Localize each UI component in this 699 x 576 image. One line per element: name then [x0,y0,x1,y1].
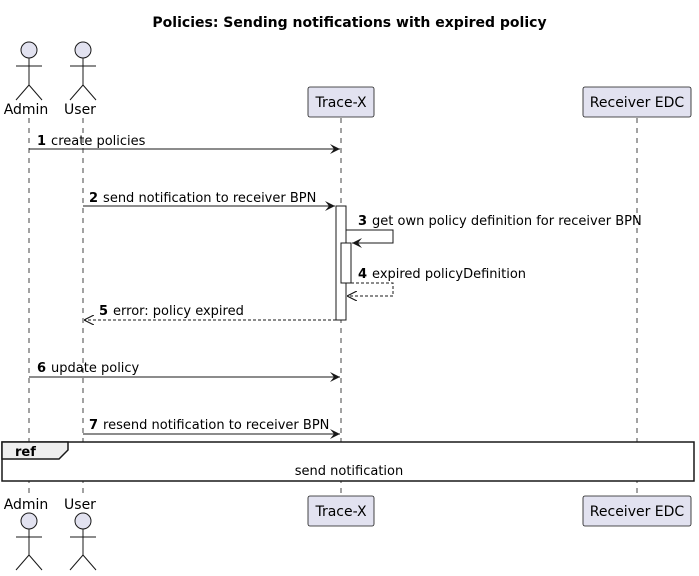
ref-frame: ref send notification [1,441,695,482]
message-number: 3 [358,214,367,229]
message-number: 1 [37,134,46,149]
message-text: resend notification to receiver BPN [103,418,329,433]
message-label: 2 send notification to receiver BPN [89,191,316,206]
message-label: 6 update policy [37,361,140,376]
lifelines [28,118,638,495]
message-arrow [347,282,394,296]
participant-box [582,86,692,118]
ref-tag-label: ref [15,445,36,460]
message-5: 5 error: policy expired [84,304,336,320]
message-4: 4 expired policyDefinition [347,267,526,296]
message-text: get own policy definition for receiver B… [372,214,642,229]
stick-figure-icon [69,512,97,571]
actor-admin-top: Admin [4,41,49,118]
stick-figure-icon [15,512,43,571]
ref-frame-border [1,441,695,482]
actor-name-user: User [64,497,96,513]
message-arrow [346,229,394,248]
message-number: 7 [89,418,98,433]
ref-tab [1,441,69,460]
message-label: 7 resend notification to receiver BPN [89,418,329,433]
participant-tracex-bottom: Trace-X [307,495,375,527]
participant-receiver-edc-bottom: Receiver EDC [582,495,692,527]
participant-tracex-top: Trace-X [307,86,375,118]
message-label: 4 expired policyDefinition [358,267,526,282]
message-2: 2 send notification to receiver BPN [83,191,335,211]
participant-box [307,495,375,527]
message-label: 3 get own policy definition for receiver … [358,214,642,229]
message-number: 4 [358,267,367,282]
message-number: 5 [99,304,108,319]
participant-name-receiver-edc: Receiver EDC [590,504,685,520]
message-text: update policy [51,361,140,376]
ref-text: send notification [295,464,404,479]
actor-user-bottom: User [64,497,97,571]
participant-name-tracex: Trace-X [314,95,366,111]
participant-box [582,495,692,527]
actor-name-admin: Admin [4,497,49,513]
participant-box [307,86,375,118]
actor-name-user: User [64,102,96,118]
stick-figure-icon [69,41,97,101]
message-number: 2 [89,191,98,206]
message-text: expired policyDefinition [372,267,526,282]
message-text: error: policy expired [113,304,244,319]
activation-tracex-inner [340,242,352,284]
message-label: 1 create policies [37,134,146,149]
message-6: 6 update policy [29,361,340,382]
message-label: 5 error: policy expired [99,304,244,319]
actor-user-top: User [64,41,97,118]
actor-name-admin: Admin [4,102,49,118]
message-number: 6 [37,361,46,376]
diagram-title: Policies: Sending notifications with exp… [152,15,546,31]
participant-name-tracex: Trace-X [314,504,366,520]
message-text: send notification to receiver BPN [103,191,316,206]
message-7: 7 resend notification to receiver BPN [83,418,340,439]
message-3: 3 get own policy definition for receiver … [346,214,642,248]
message-1: 1 create policies [29,134,340,154]
message-text: create policies [51,134,146,149]
actor-admin-bottom: Admin [4,497,49,571]
participant-receiver-edc-top: Receiver EDC [582,86,692,118]
participant-name-receiver-edc: Receiver EDC [590,95,685,111]
stick-figure-icon [15,41,43,101]
